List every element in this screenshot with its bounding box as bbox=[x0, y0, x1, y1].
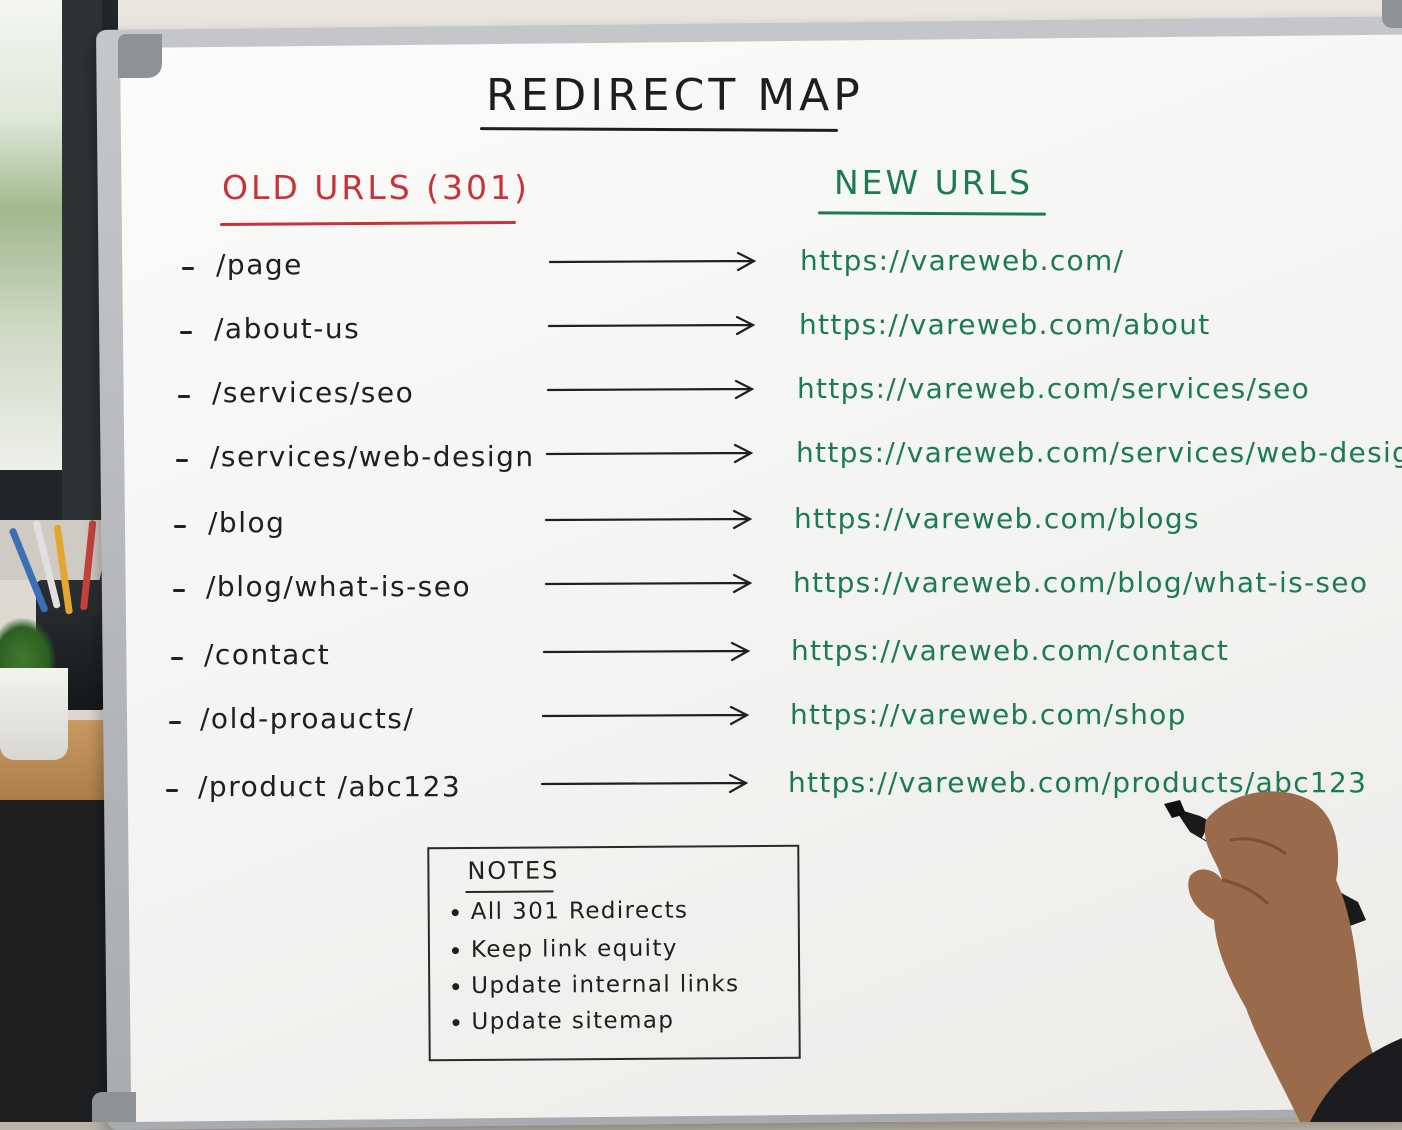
old-urls-heading: OLD URLS (301) bbox=[222, 168, 530, 207]
arrow-icon bbox=[540, 773, 749, 794]
plant-pot bbox=[0, 668, 68, 760]
dash-icon bbox=[171, 657, 183, 660]
redirect-row: /old-proaucts/https://vareweb.com/shop bbox=[0, 694, 1402, 754]
dash-icon bbox=[182, 267, 194, 270]
dash-icon bbox=[174, 525, 186, 528]
arrow-icon bbox=[544, 509, 753, 530]
old-url: /about-us bbox=[214, 312, 361, 345]
notes-title: NOTES bbox=[467, 856, 560, 886]
old-url: /blog/what-is-seo bbox=[206, 570, 472, 603]
old-url: /product /abc123 bbox=[198, 770, 462, 803]
notes-item-text: Update internal links bbox=[471, 971, 740, 999]
board-title: REDIRECT MAP bbox=[486, 70, 864, 121]
redirect-row: /blog/what-is-seo https://vareweb.com/blo… bbox=[0, 562, 1402, 622]
redirect-row: /services/seo https://vareweb.com/service… bbox=[0, 368, 1402, 428]
redirect-row: /page https://vareweb.com/ bbox=[0, 240, 1402, 300]
bullet-icon bbox=[452, 983, 460, 991]
sleeve bbox=[1310, 1038, 1402, 1122]
dash-icon bbox=[176, 459, 188, 462]
old-url: /blog bbox=[208, 506, 286, 539]
dash-icon bbox=[173, 589, 185, 592]
dash-icon bbox=[169, 721, 181, 724]
redirect-row: /about-us https://vareweb.com/about bbox=[0, 304, 1402, 364]
arrow-icon bbox=[546, 379, 755, 400]
bullet-icon bbox=[451, 947, 460, 955]
new-url: https://vareweb.com/services/web-design bbox=[796, 436, 1402, 469]
new-url: https://vareweb.com/contact bbox=[791, 634, 1230, 667]
hand-with-marker bbox=[1164, 791, 1402, 1122]
hand-icon bbox=[1188, 791, 1402, 1122]
window-frame bbox=[62, 0, 102, 520]
notes-item: Keep link equity bbox=[451, 935, 678, 964]
bullet-icon bbox=[451, 909, 459, 917]
dash-icon bbox=[180, 331, 192, 334]
arrow-icon bbox=[544, 573, 753, 594]
arrow-icon bbox=[548, 251, 757, 272]
window-glass bbox=[0, 0, 62, 470]
notes-item-text: Update sitemap bbox=[471, 1007, 675, 1035]
dash-icon bbox=[178, 395, 190, 398]
old-url: /old-proaucts/ bbox=[200, 702, 415, 735]
old-url: /services/seo bbox=[212, 376, 415, 409]
notes-item: All 301 Redirects bbox=[451, 897, 689, 925]
arrow-icon bbox=[542, 641, 751, 662]
old-url: /services/web-design bbox=[210, 440, 535, 473]
new-url: https://vareweb.com/about bbox=[799, 308, 1211, 341]
notes-item-text: All 301 Redirects bbox=[470, 897, 689, 925]
arrow-icon bbox=[545, 443, 754, 464]
new-url: https://vareweb.com/blog/what-is-seo bbox=[793, 566, 1369, 599]
new-url: https://vareweb.com/blogs bbox=[794, 502, 1200, 535]
board-corner bbox=[118, 34, 162, 78]
redirect-row: /services/web-design https://vareweb.com/… bbox=[0, 432, 1402, 492]
new-url: https://vareweb.com/services/seo bbox=[797, 372, 1311, 405]
redirect-row: /contact https://vareweb.com/contact bbox=[0, 630, 1402, 690]
board-corner bbox=[92, 1092, 136, 1122]
arrow-icon bbox=[547, 315, 756, 336]
dash-icon bbox=[166, 789, 178, 792]
notes-item: Update internal links bbox=[452, 971, 740, 999]
new-urls-heading: NEW URLS bbox=[834, 163, 1034, 202]
notes-item: Update sitemap bbox=[452, 1008, 674, 1036]
notes-item-text: Keep link equity bbox=[470, 935, 678, 963]
redirect-row: /blog https://vareweb.com/blogs bbox=[0, 498, 1402, 558]
arrow-icon bbox=[541, 705, 750, 726]
old-url: /contact bbox=[204, 638, 331, 671]
new-url: https://vareweb.com/shop bbox=[790, 698, 1187, 731]
board-corner bbox=[1382, 0, 1402, 28]
notes-title-underline bbox=[465, 890, 554, 894]
notes-box: NOTES All 301 Redirects Keep link equity… bbox=[427, 844, 801, 1062]
bullet-icon bbox=[452, 1019, 460, 1027]
desk-base bbox=[0, 800, 118, 1122]
old-url: /page bbox=[216, 248, 303, 281]
new-url: https://vareweb.com/ bbox=[800, 244, 1125, 277]
